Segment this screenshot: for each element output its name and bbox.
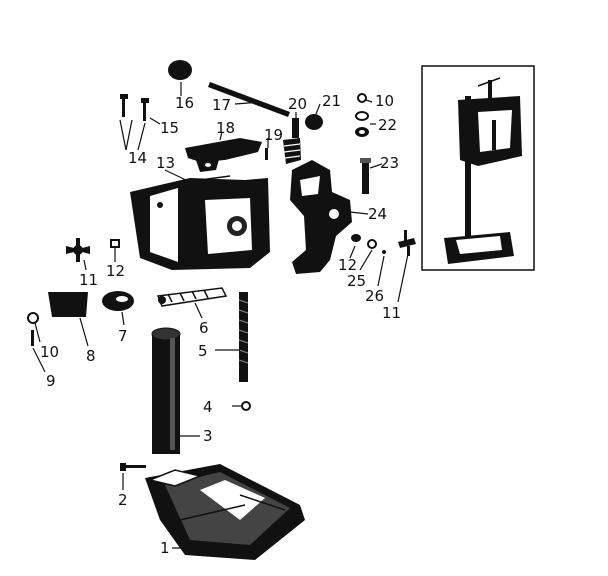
callout-3: 3 xyxy=(203,427,213,445)
part-bolt xyxy=(120,463,146,471)
part-pin-right xyxy=(360,158,371,194)
callout-7: 7 xyxy=(118,327,128,345)
part-26-pin xyxy=(382,250,386,254)
callout-10-right: 10 xyxy=(375,92,394,110)
part-nut xyxy=(241,401,251,411)
part-nut-small-right xyxy=(351,234,361,242)
part-column xyxy=(151,327,181,454)
part-gear xyxy=(102,291,134,311)
part-washer-right xyxy=(357,93,367,103)
part-star-knob-left xyxy=(66,238,90,262)
part-base xyxy=(145,464,305,560)
callout-4: 4 xyxy=(203,398,213,416)
callout-21: 21 xyxy=(322,92,341,110)
callout-16: 16 xyxy=(175,94,194,112)
callout-1: 1 xyxy=(160,539,170,557)
part-knob xyxy=(305,114,323,130)
part-washer-left xyxy=(27,312,39,324)
part-spring-sleeve xyxy=(283,118,301,164)
leader-lines xyxy=(32,82,409,549)
callout-11-right: 11 xyxy=(382,304,401,322)
callout-22: 22 xyxy=(378,116,397,134)
callout-18: 18 xyxy=(216,119,235,137)
callout-6: 6 xyxy=(199,319,209,337)
part-plate xyxy=(48,292,88,317)
callout-23: 23 xyxy=(380,154,399,172)
part-washers-pair xyxy=(355,111,369,137)
part-cap xyxy=(168,60,192,80)
callout-2: 2 xyxy=(118,491,128,509)
part-25-washer xyxy=(367,239,377,249)
part-star-knob-right xyxy=(398,230,416,256)
part-threaded-rod xyxy=(238,292,249,382)
callout-13: 13 xyxy=(156,154,175,172)
callout-11-left: 11 xyxy=(79,271,98,289)
callout-12-left: 12 xyxy=(106,262,125,280)
callout-24: 24 xyxy=(368,205,387,223)
callout-14: 14 xyxy=(128,149,147,167)
callout-17: 17 xyxy=(212,96,231,114)
inset-assembled-view xyxy=(421,65,535,271)
callouts: 1 2 3 4 5 6 7 8 9 10 11 12 13 14 15 16 1… xyxy=(40,92,477,557)
part-rod xyxy=(208,82,290,117)
callout-20: 20 xyxy=(288,95,307,113)
callout-26: 26 xyxy=(365,287,384,305)
callout-5: 5 xyxy=(198,342,208,360)
callout-8: 8 xyxy=(86,347,96,365)
callout-12-right: 12 xyxy=(338,256,357,274)
part-nut-small-left xyxy=(110,239,120,248)
part-pin-left xyxy=(31,330,34,346)
part-yoke xyxy=(290,160,352,274)
part-bracket xyxy=(185,138,262,172)
callout-25: 25 xyxy=(347,272,366,290)
callout-9: 9 xyxy=(46,372,56,390)
part-screws xyxy=(120,94,149,121)
part-head-casting xyxy=(130,175,270,270)
inset-label: K xyxy=(466,134,477,152)
callout-10-left: 10 xyxy=(40,343,59,361)
part-set-screw xyxy=(265,148,268,160)
part-rack xyxy=(156,287,228,307)
callout-19: 19 xyxy=(264,126,283,144)
callout-15: 15 xyxy=(160,119,179,137)
